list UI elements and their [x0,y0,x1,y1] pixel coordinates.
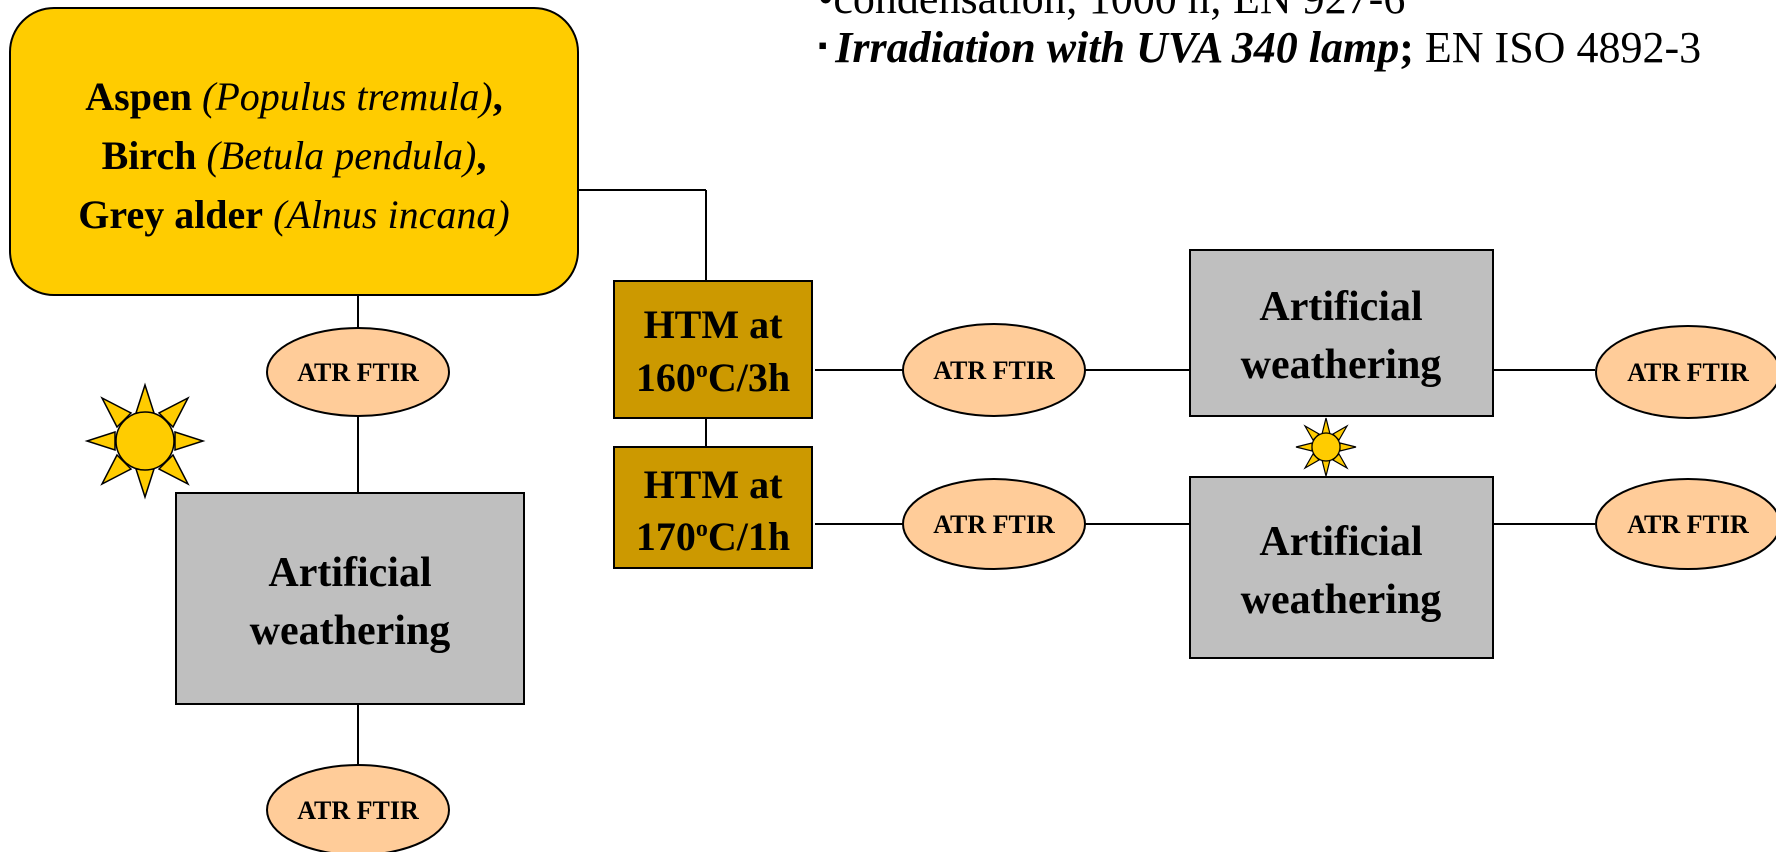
species-grey-alder-latin: (Alnus incana) [263,192,510,237]
weathering-main-line1: Artificial [268,550,431,596]
htm-170-degree: o [696,516,708,542]
note-condensation: •condensation; 1000 h; EN 927-6 [818,0,1405,24]
atr-ftir-after-htm-160-shape [902,323,1086,417]
atr-ftir-after-htm-170: ATR FTIR [902,478,1086,570]
atr-ftir-after-species: ATR FTIR [266,327,450,417]
atr-ftir-after-weathering-top-label: ATR FTIR [1627,358,1749,387]
sun-icon [1295,417,1357,477]
atr-ftir-after-weathering-label: ATR FTIR [297,796,419,825]
atr-ftir-after-weathering-bottom-shape [1595,478,1776,570]
weathering-main-line2: weathering [250,608,451,654]
htm-160-line1: HTM at [644,302,784,347]
weathering-top-line1: Artificial [1259,284,1422,330]
atr-ftir-after-htm-160: ATR FTIR [902,323,1086,417]
atr-ftir-after-weathering-top: ATR FTIR [1595,325,1776,419]
atr-ftir-after-weathering-shape [266,764,450,852]
atr-ftir-after-weathering-bottom: ATR FTIR [1595,478,1776,570]
weathering-bottom-line2: weathering [1241,577,1442,623]
note-irradiation-standard: EN ISO 4892-3 [1413,23,1702,72]
species-aspen-latin: (Populus tremula) [192,74,493,119]
species-grey-alder-name: Grey alder [78,192,263,237]
species-box-shape [9,7,579,296]
htm-box-170-shape [613,446,813,569]
htm-160-line2: 160oC/3h [636,355,790,400]
species-line-birch: Birch (Betula pendula), [102,133,487,178]
weathering-box-bottom: Artificial weathering [1189,476,1494,659]
atr-ftir-after-htm-170-label: ATR FTIR [933,510,1055,539]
bullet-icon: ▪ [818,31,828,60]
note-irradiation: ▪Irradiation with UVA 340 lamp; EN ISO 4… [818,22,1701,73]
species-birch-latin: (Betula pendula) [196,133,476,178]
htm-box-170: HTM at 170oC/1h [613,446,813,569]
note-condensation-text: •condensation; 1000 h; EN 927-6 [818,0,1405,23]
atr-ftir-after-species-shape [266,327,450,417]
htm-170-line2: 170oC/1h [636,514,790,559]
htm-box-160: HTM at 160oC/3h [613,280,813,419]
note-irradiation-sep: ; [1399,23,1414,72]
htm-160-rest: C/3h [708,355,790,400]
sun-icon [84,382,206,500]
weathering-box-bottom-shape [1189,476,1494,659]
note-irradiation-method: Irradiation with UVA 340 lamp [835,23,1400,72]
htm-160-temp: 160 [636,355,696,400]
weathering-top-line2: weathering [1241,342,1442,388]
atr-ftir-after-htm-160-label: ATR FTIR [933,356,1055,385]
htm-170-line1: HTM at [644,462,784,507]
htm-box-160-shape [613,280,813,419]
atr-ftir-after-htm-170-shape [902,478,1086,570]
weathering-box-top: Artificial weathering [1189,249,1494,417]
atr-ftir-after-weathering-bottom-label: ATR FTIR [1627,510,1749,539]
species-birch-name: Birch [102,133,197,178]
atr-ftir-after-species-label: ATR FTIR [297,358,419,387]
connectors [357,189,1595,765]
weathering-box-top-shape [1189,249,1494,417]
species-birch-comma: , [476,133,486,178]
weathering-box-main: Artificial weathering [175,492,525,705]
species-line-grey-alder: Grey alder (Alnus incana) [78,192,509,237]
species-aspen-comma: , [493,74,503,119]
species-aspen-name: Aspen [85,74,192,119]
species-line-aspen: Aspen (Populus tremula), [85,74,502,119]
htm-160-degree: o [696,357,708,383]
atr-ftir-after-weathering: ATR FTIR [266,764,450,852]
weathering-box-main-shape [175,492,525,705]
htm-170-temp: 170 [636,514,696,559]
htm-170-rest: C/1h [708,514,790,559]
atr-ftir-after-weathering-top-shape [1595,325,1776,419]
species-box: Aspen (Populus tremula), Birch (Betula p… [9,7,579,296]
weathering-bottom-line1: Artificial [1259,519,1422,565]
